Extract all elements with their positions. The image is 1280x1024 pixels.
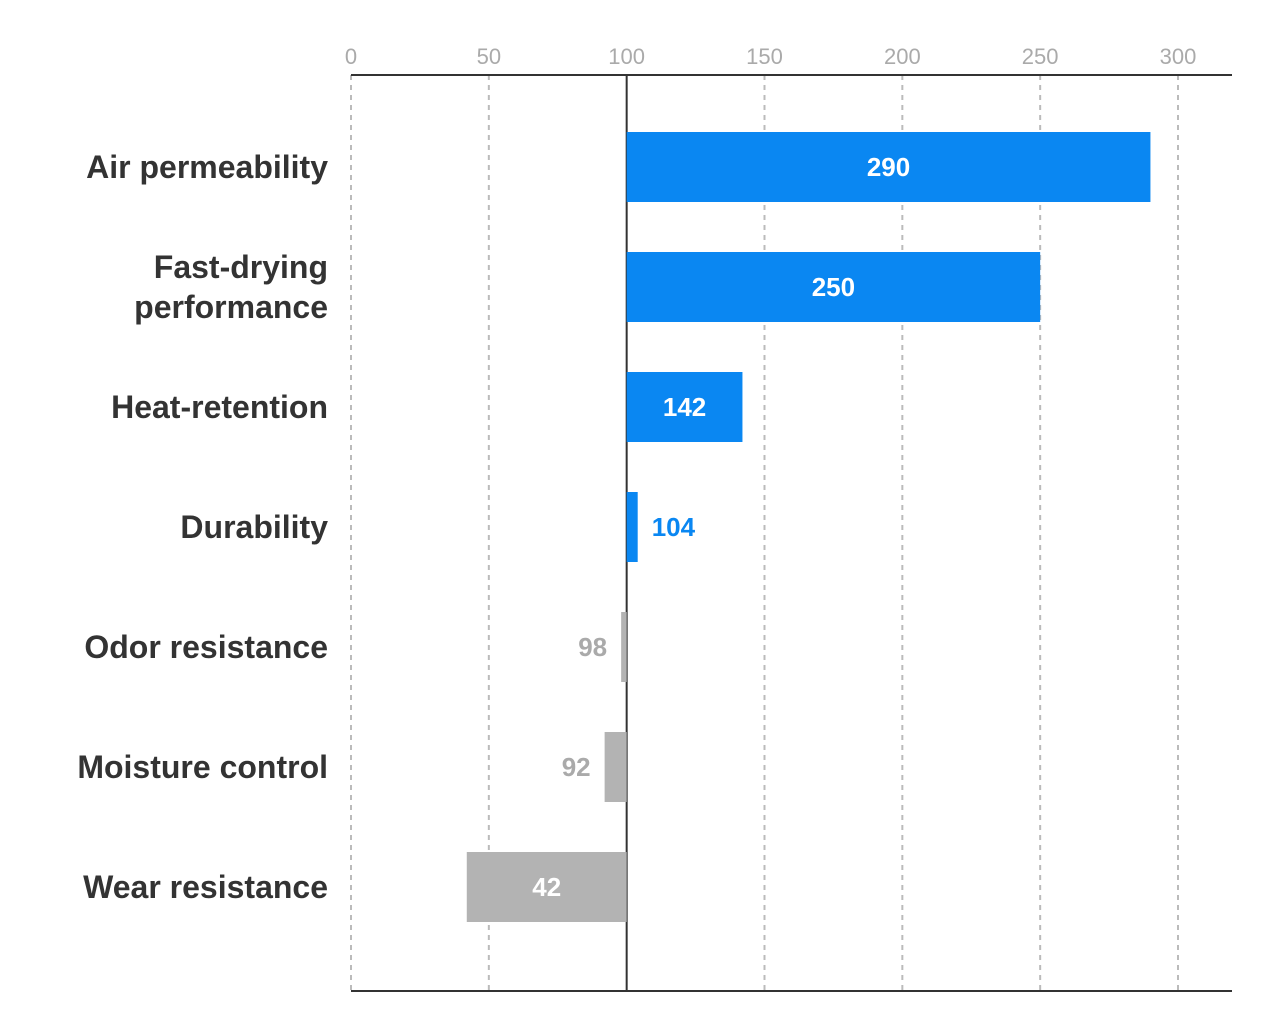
bar	[626, 492, 638, 562]
category-label: Durability	[180, 509, 328, 545]
bar-value-label: 290	[867, 152, 910, 182]
grid-lines	[350, 75, 1179, 991]
x-tick-label: 300	[1160, 44, 1197, 69]
bar-value-label: 42	[532, 872, 561, 902]
x-tick-label: 250	[1022, 44, 1059, 69]
bar-value-label: 98	[578, 632, 607, 662]
category-label: Heat-retention	[111, 389, 328, 425]
x-tick-label: 150	[746, 44, 783, 69]
bar	[604, 732, 627, 802]
bar-value-label: 250	[812, 272, 855, 302]
category-label: Moisture control	[77, 749, 328, 785]
category-label-line: Fast-drying	[154, 249, 328, 285]
category-label-line: Moisture control	[77, 749, 328, 785]
category-label-line: Air permeability	[86, 149, 328, 185]
bar	[466, 852, 627, 922]
bar-value-label: 92	[562, 752, 591, 782]
labels: 0 50 100 150 200 250 300 290 Air permeability 250…	[77, 44, 1196, 905]
bar	[626, 132, 1151, 202]
bar	[626, 372, 743, 442]
category-label: Odor resistance	[84, 629, 328, 665]
category-label: Air permeability	[86, 149, 328, 185]
bar-value-label: 104	[652, 512, 696, 542]
category-label: Fast-drying performance	[134, 249, 328, 325]
category-label: Wear resistance	[83, 869, 328, 905]
category-label-line: Wear resistance	[83, 869, 328, 905]
bar	[621, 612, 627, 682]
x-tick-label: 200	[884, 44, 921, 69]
bar-value-label: 142	[663, 392, 706, 422]
x-tick-label: 0	[345, 44, 357, 69]
bars	[466, 132, 1151, 922]
category-label-line: Heat-retention	[111, 389, 328, 425]
category-label-line: performance	[134, 289, 328, 325]
x-tick-label: 50	[477, 44, 501, 69]
category-label-line: Durability	[180, 509, 328, 545]
x-tick-label: 100	[608, 44, 645, 69]
category-label-line: Odor resistance	[84, 629, 328, 665]
bar	[626, 252, 1041, 322]
